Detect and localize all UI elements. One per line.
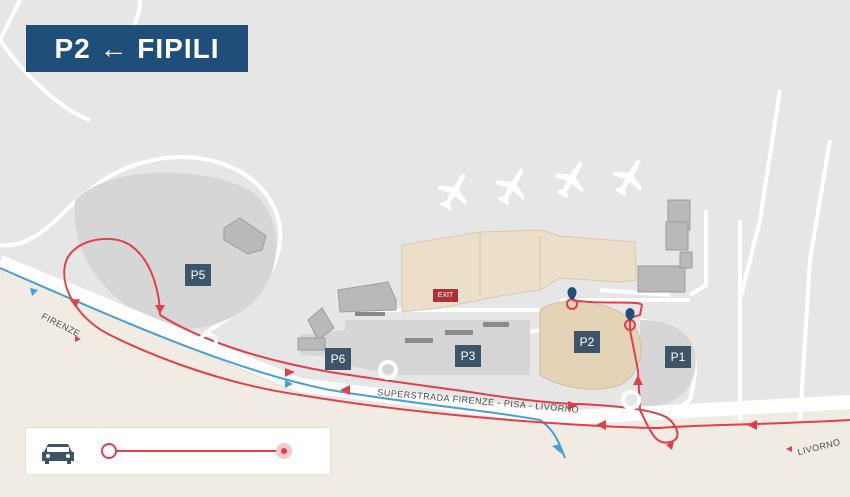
exit-label: EXIT	[433, 289, 458, 302]
parking-label-p5[interactable]: P5	[185, 264, 211, 286]
legend-graphic	[42, 443, 292, 464]
p5-area	[74, 172, 277, 329]
parking-label-p2[interactable]: P2	[574, 331, 600, 353]
red-route-main	[63, 237, 850, 430]
highway-route-line	[0, 267, 566, 459]
red-route-p2	[571, 299, 679, 444]
firenze-arrow	[75, 336, 81, 342]
airplanes	[437, 159, 642, 211]
car-icon	[42, 444, 74, 464]
parking-label-p3[interactable]: P3	[455, 345, 481, 367]
livorno-arrow	[786, 446, 792, 452]
highway-arrow	[285, 380, 293, 388]
superstrada	[0, 255, 850, 426]
red-route-inner	[159, 314, 581, 405]
parking-label-p6[interactable]: P6	[325, 348, 351, 370]
location-markers	[566, 287, 636, 331]
roundabouts	[198, 332, 641, 410]
terminal-building	[401, 229, 637, 313]
page-title: P2 ← FIPILI	[26, 25, 248, 72]
grey-buildings	[223, 199, 693, 351]
highway-arrow	[552, 444, 562, 454]
highway-arrow	[30, 288, 38, 296]
p3-area	[345, 320, 530, 375]
parking-label-p1[interactable]: P1	[665, 346, 691, 368]
route-line-sample	[101, 443, 292, 459]
parking-rows	[355, 312, 509, 343]
legend	[26, 428, 330, 474]
route-arrows	[70, 299, 757, 450]
